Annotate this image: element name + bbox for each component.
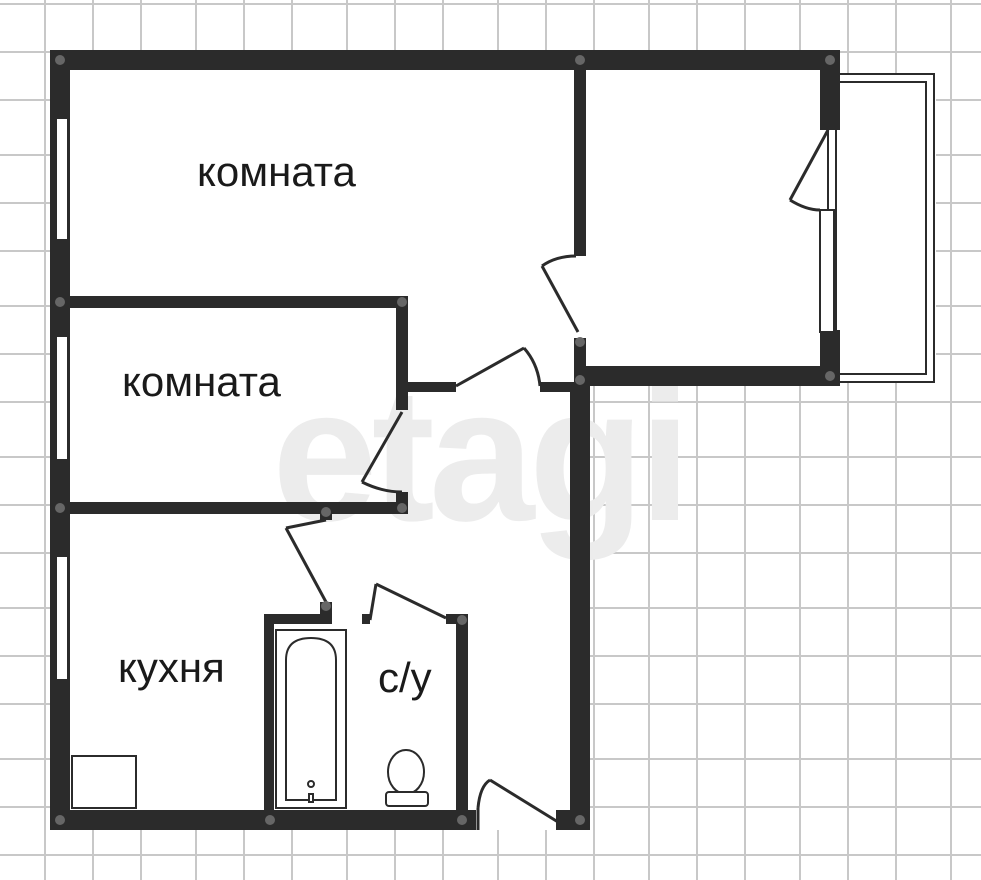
windows-left <box>55 117 69 681</box>
toilet-tank <box>385 791 429 807</box>
window-balcony <box>819 209 835 333</box>
doors <box>284 129 830 830</box>
corner-markers <box>55 55 835 825</box>
label-kitchen: кухня <box>118 644 225 691</box>
fixtures <box>71 629 429 809</box>
walls <box>50 50 840 830</box>
toilet-bowl <box>387 749 425 795</box>
label-bathroom: с/у <box>378 654 432 701</box>
bathtub-basin <box>285 636 337 801</box>
kitchen-stove <box>71 755 137 809</box>
label-room-2: комната <box>122 358 281 405</box>
balcony <box>827 73 935 383</box>
label-room-1: комната <box>197 148 356 195</box>
